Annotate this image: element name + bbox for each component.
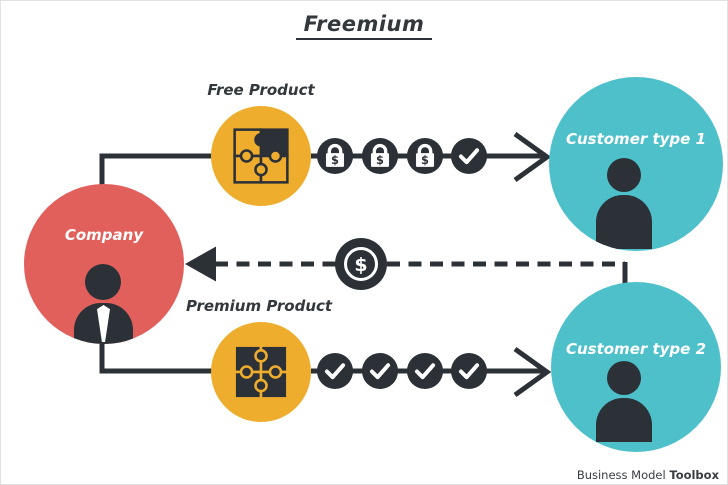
free-product-label: Free Product bbox=[207, 81, 315, 99]
checkmark-icon bbox=[361, 352, 399, 390]
company-to-free-connector bbox=[99, 153, 215, 191]
brand-footer: Business Model Toolbox bbox=[577, 468, 719, 482]
puzzle-premium-icon bbox=[233, 344, 289, 400]
svg-text:$: $ bbox=[354, 254, 367, 276]
free-product-node bbox=[211, 106, 311, 206]
dollar-coin-icon: $ bbox=[335, 238, 387, 290]
checkmark-icon bbox=[316, 352, 354, 390]
brand-name-regular: Business Model bbox=[576, 468, 666, 482]
checkmark-icon bbox=[406, 352, 444, 390]
company-label: Company bbox=[64, 226, 144, 244]
premium-product-label: Premium Product bbox=[185, 297, 333, 315]
customer-type-2-node: Customer type 2 bbox=[551, 282, 721, 452]
padlock-dollar-icon: $ bbox=[406, 137, 444, 175]
padlock-dollar-icon: $ bbox=[361, 137, 399, 175]
padlock-dollar-icon: $ bbox=[316, 137, 354, 175]
checkmark-icon bbox=[450, 352, 488, 390]
arrow-to-customer1-icon bbox=[513, 131, 552, 183]
customer-type-1-node: Customer type 1 bbox=[549, 77, 723, 251]
svg-text:$: $ bbox=[421, 153, 429, 167]
brand-name-bold: Toolbox bbox=[669, 468, 719, 482]
company-node: Company bbox=[24, 184, 184, 344]
puzzle-free-icon bbox=[233, 128, 289, 184]
svg-text:$: $ bbox=[331, 153, 339, 167]
premium-product-node bbox=[211, 322, 311, 422]
checkmark-icon bbox=[450, 137, 488, 175]
diagram-title-text: Freemium bbox=[295, 12, 433, 40]
company-to-premium-connector bbox=[99, 337, 215, 374]
customer2-label: Customer type 2 bbox=[565, 340, 707, 358]
svg-text:$: $ bbox=[376, 153, 384, 167]
diagram-title: Freemium bbox=[1, 12, 727, 40]
arrow-to-customer2-icon bbox=[513, 346, 552, 398]
customer1-label: Customer type 1 bbox=[565, 130, 707, 148]
arrow-to-company-icon bbox=[185, 246, 216, 282]
